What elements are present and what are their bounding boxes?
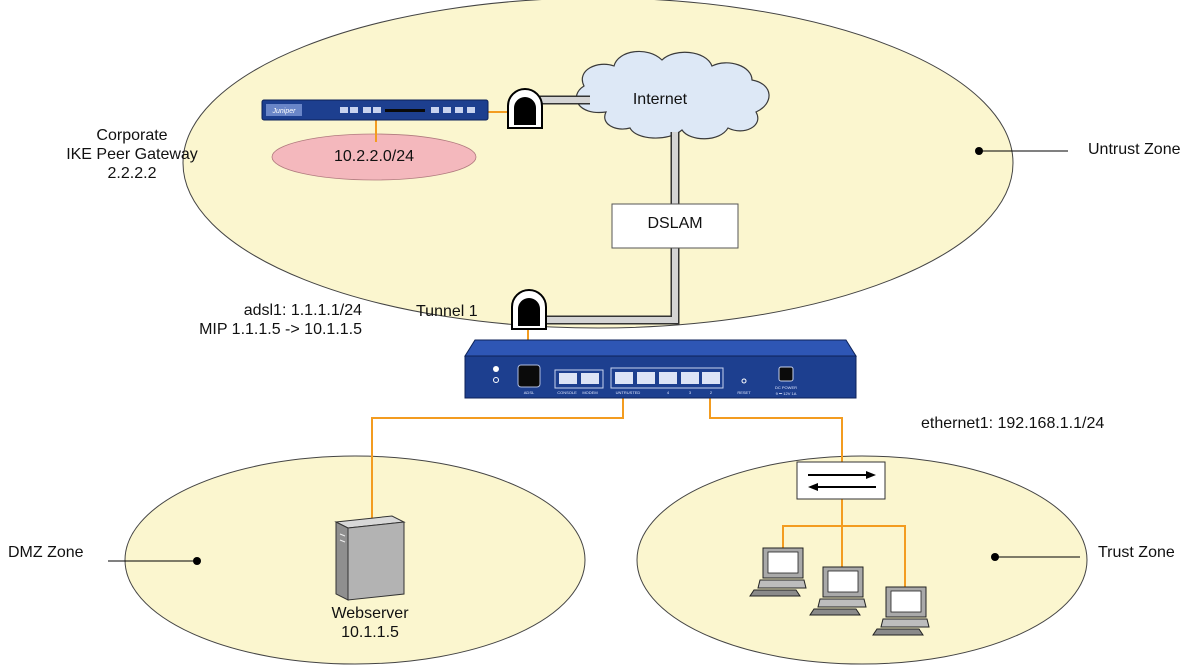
link-dslam-tunnel	[540, 248, 680, 325]
port-adsl-label: ADSL	[524, 390, 535, 395]
switch-icon	[796, 461, 886, 500]
adsl-line-2: MIP 1.1.1.5 -> 10.1.1.5	[199, 321, 362, 338]
gateway-brand: Juniper	[272, 108, 297, 115]
adsl-label: adsl1: 1.1.1.1/24 MIP 1.1.1.5 -> 10.1.1.…	[150, 301, 362, 339]
webserver-line-1: Webserver	[331, 605, 409, 622]
port-untrusted-label: UNTRUSTED	[616, 390, 641, 395]
gateway-line-1: Corporate	[96, 127, 168, 144]
port-console-label: CONSOLE	[557, 390, 577, 395]
port-2-label: 2	[710, 390, 713, 395]
dslam-label: DSLAM	[647, 215, 703, 232]
zone-callouts	[108, 147, 1080, 565]
dslam-box	[611, 203, 739, 249]
gateway-line-2: IKE Peer Gateway	[66, 146, 198, 163]
firewall-device-icon: ADSL CONSOLE MODEM UNTRUSTED 4 3 2 RESET…	[464, 339, 857, 399]
tunnel-label: Tunnel 1	[416, 303, 478, 320]
reset-label: RESET	[737, 390, 751, 395]
untrust-zone	[182, 0, 1014, 329]
workstation-icon	[872, 586, 930, 636]
dc-power-label: DC POWER	[775, 385, 797, 390]
port-modem-label: MODEM	[582, 390, 597, 395]
gateway-label: Corporate IKE Peer Gateway 2.2.2.2	[62, 126, 202, 183]
webserver-label: Webserver 10.1.1.5	[300, 604, 440, 642]
dmz-zone-label: DMZ Zone	[8, 544, 84, 561]
port-3-label: 3	[689, 390, 692, 395]
corporate-lan	[271, 133, 477, 181]
webserver-line-2: 10.1.1.5	[341, 624, 399, 641]
tunnel-icon	[511, 289, 547, 330]
port-4-label: 4	[667, 390, 670, 395]
workstation-icon	[749, 547, 807, 597]
corporate-lan-label: 10.2.2.0/24	[333, 148, 415, 165]
workstation-icon	[809, 566, 867, 616]
trust-zone-label: Trust Zone	[1098, 544, 1175, 561]
dc-spec-label: 9 ⎓ 12V 1A	[776, 391, 797, 396]
untrust-zone-label: Untrust Zone	[1088, 141, 1181, 158]
internet-label: Internet	[632, 91, 688, 108]
adsl-line-1: adsl1: 1.1.1.1/24	[243, 302, 362, 319]
server-icon	[334, 515, 406, 601]
ethernet-label: ethernet1: 192.168.1.1/24	[921, 415, 1105, 432]
trust-zone	[636, 455, 1088, 665]
tunnel-icon	[507, 88, 543, 129]
gateway-line-3: 2.2.2.2	[107, 165, 157, 182]
gateway-router-icon: Juniper	[261, 99, 489, 121]
cloud-icon	[575, 50, 770, 140]
